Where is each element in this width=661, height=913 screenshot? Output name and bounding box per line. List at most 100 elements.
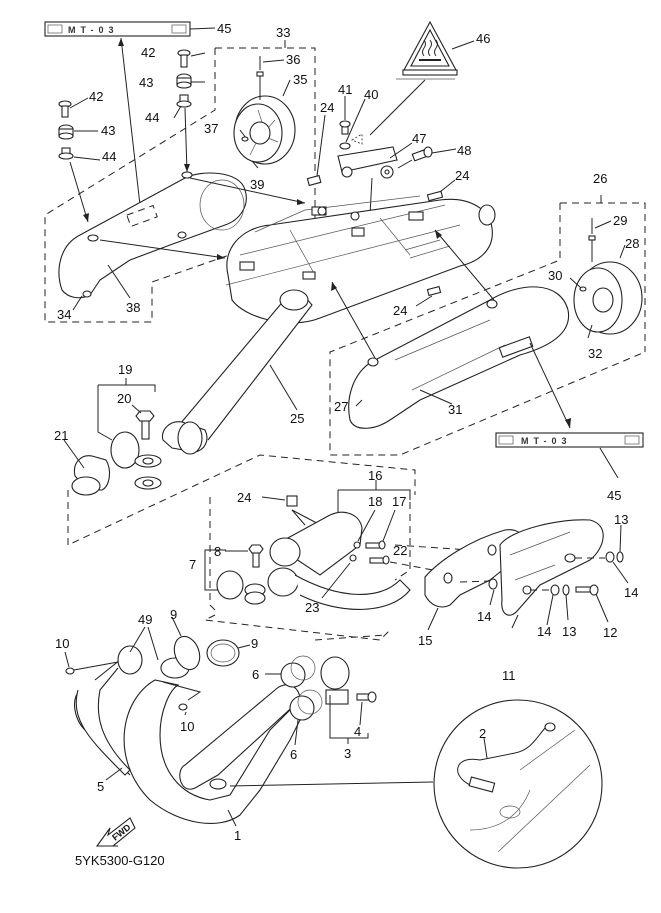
callout-26: 26 [593,171,607,186]
callout-34: 34 [57,307,71,322]
callout-24: 24 [237,490,251,505]
clip-24-right [426,190,444,202]
callout-48: 48 [457,143,471,158]
callout-29: 29 [613,213,627,228]
callout-14: 14 [624,585,638,600]
mt03-badge-top: MT-03 [44,21,191,37]
collar-44-left [58,147,74,160]
callout-32: 32 [588,346,602,361]
svg-text:MT-03: MT-03 [521,436,572,446]
callout-4: 4 [354,724,361,739]
flange-49 [117,645,190,679]
callout-3: 3 [344,746,351,761]
grommet-43-upper [176,73,192,89]
callout-41: 41 [338,82,352,97]
callout-11: 11 [502,668,516,683]
gasket-6a [280,655,316,688]
callout-43: 43 [101,123,115,138]
clip-24-muffler [426,285,442,297]
bracket-47 [337,146,398,179]
mt03-badge-right: MT-03 [495,432,644,448]
callout-27: 27 [334,399,348,414]
muffler-body [225,195,496,324]
callout-10: 10 [55,636,69,651]
o2-sensor-detail [433,699,603,869]
clamp-7 [216,570,266,605]
clip-24-collector [286,495,298,507]
callout-45: 45 [607,488,621,503]
callout-12: 12 [603,625,617,640]
clamp-3 [320,656,350,705]
nut-10-left [65,667,75,675]
callout-22: 22 [393,543,407,558]
drawing-code: 5YK5300-G120 [75,853,165,868]
collector-16 [267,511,411,610]
callout-47: 47 [412,131,426,146]
callout-21: 21 [54,428,68,443]
callout-30: 30 [548,268,562,283]
protector-15 [424,529,525,608]
fwd-direction-arrow: FWD [95,817,136,847]
callout-42: 42 [141,45,155,60]
bolt-4 [356,691,377,703]
callout-6: 6 [290,747,297,762]
end-cap-28 [573,261,643,335]
bolt-22 [369,555,390,565]
bolt-12 [575,584,599,596]
callout-40: 40 [364,87,378,102]
callout-8: 8 [214,544,221,559]
collar-44-upper [176,94,192,108]
callout-23: 23 [305,600,319,615]
svg-text:MT-03: MT-03 [68,25,119,35]
callout-44: 44 [145,110,159,125]
callout-15: 15 [418,633,432,648]
callout-31: 31 [448,402,462,417]
header-pipe-5 [75,667,131,776]
callout-18: 18 [368,494,382,509]
callout-14: 14 [477,609,491,624]
callout-24: 24 [320,100,334,115]
callout-28: 28 [625,236,639,251]
callout-9: 9 [251,636,258,651]
callout-33: 33 [276,25,290,40]
callout-9: 9 [170,607,177,622]
callout-24: 24 [393,303,407,318]
end-cap-35 [233,95,296,165]
callout-10: 10 [180,719,194,734]
callout-13: 13 [614,512,628,527]
bolt-42-left [58,100,72,118]
callout-43: 43 [139,75,153,90]
tail-shield-27 [348,286,570,429]
callout-6: 6 [252,667,259,682]
mid-pipe-25 [161,289,313,455]
callout-25: 25 [290,411,304,426]
nut-10-right [178,703,188,711]
grommet-43-left [58,124,74,140]
callout-labels: 45 33 36 35 42 43 44 42 43 44 37 39 24 4… [54,21,639,843]
callout-42: 42 [89,89,103,104]
callout-1: 1 [234,828,241,843]
gasket-9a [173,635,201,671]
callout-5: 5 [97,779,104,794]
o2-sensor-2 [457,722,556,793]
bolt-42-upper [177,49,191,68]
callout-17: 17 [392,494,406,509]
callout-39: 39 [250,177,264,192]
callout-24: 24 [455,168,469,183]
bolt-17 [365,540,386,550]
gasket-9b [206,639,240,667]
callout-13: 13 [562,624,576,639]
heat-shield-34 [58,171,247,299]
callout-35: 35 [293,72,307,87]
warning-label-46 [396,20,458,80]
callout-16: 16 [368,468,382,483]
callout-37: 37 [204,121,218,136]
callout-45: 45 [217,21,231,36]
gasket-21 [71,455,111,496]
clip-24-top [306,174,322,187]
callout-46: 46 [476,31,490,46]
callout-20: 20 [117,391,131,406]
callout-14: 14 [537,624,551,639]
callout-38: 38 [126,300,140,315]
